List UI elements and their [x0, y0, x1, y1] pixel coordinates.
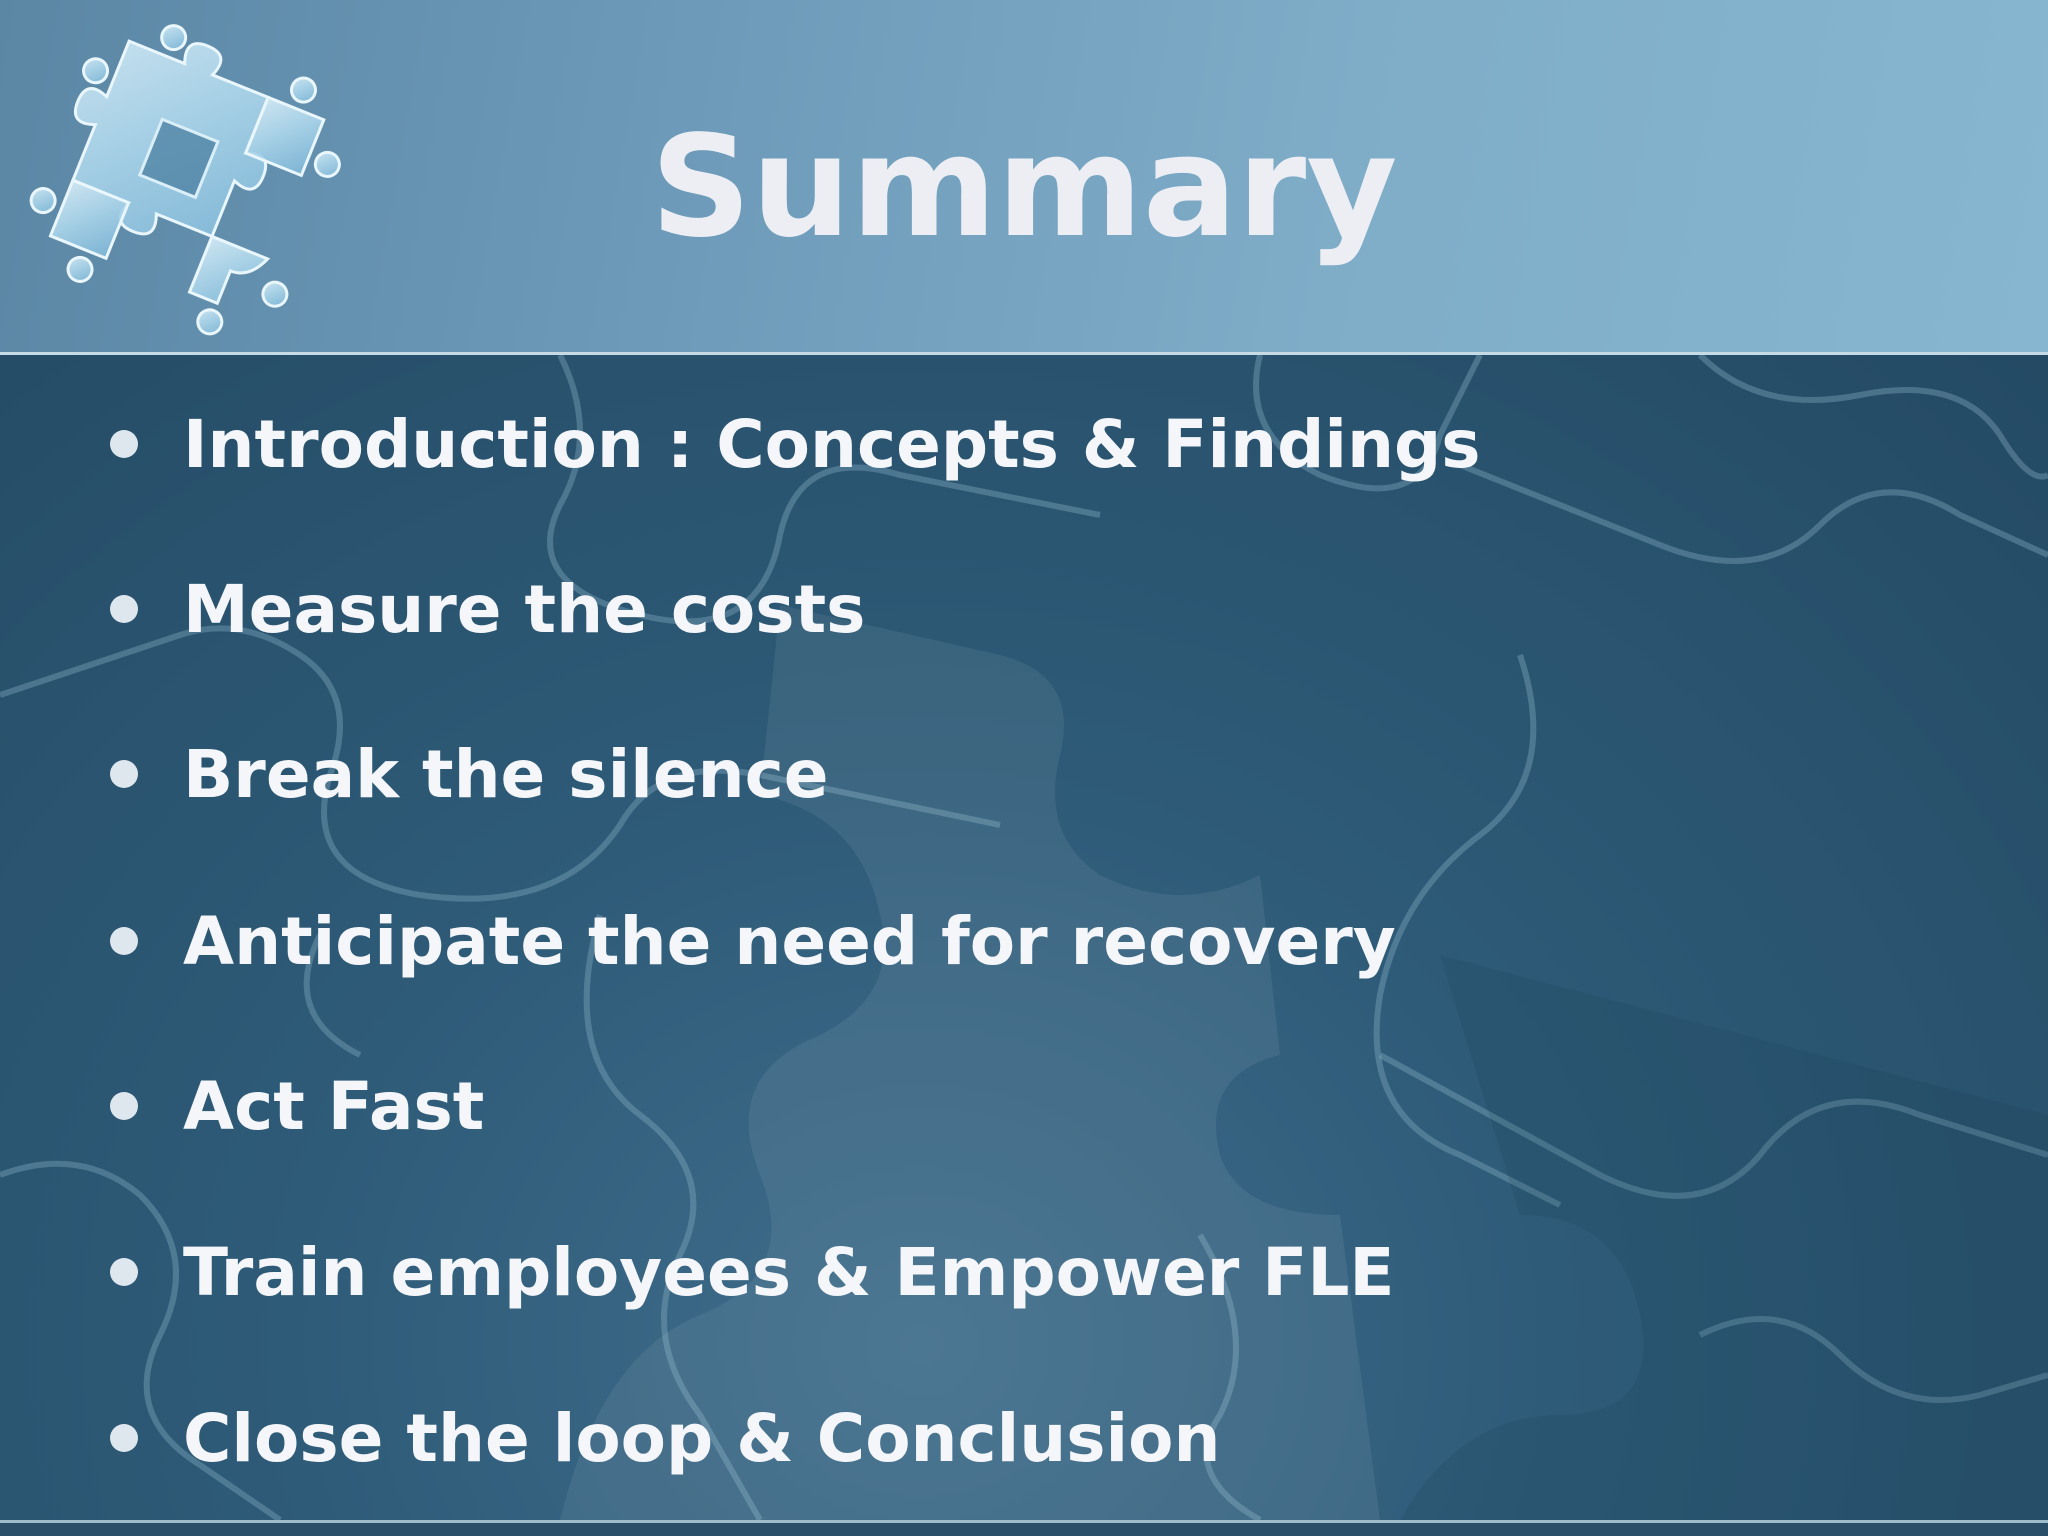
bullet-item: Measure the costs: [0, 565, 2048, 655]
header-band: [0, 0, 2048, 352]
footer-divider: [0, 1520, 2048, 1523]
bullet-item: Break the silence: [0, 730, 2048, 820]
header-divider: [0, 352, 2048, 355]
puzzle-background-art: [0, 355, 2048, 1520]
bullet-text: Introduction : Concepts & Findings: [183, 406, 1481, 483]
bullet-dot-icon: [110, 1258, 138, 1286]
bullet-dot-icon: [110, 430, 138, 458]
slide-title: Summary: [0, 118, 2048, 258]
bullet-dot-icon: [110, 927, 138, 955]
bullet-item: Anticipate the need for recovery: [0, 897, 2048, 987]
bullet-text: Break the silence: [183, 736, 829, 813]
bullet-dot-icon: [110, 1092, 138, 1120]
bullet-text: Close the loop & Conclusion: [183, 1400, 1221, 1477]
bullet-text: Measure the costs: [183, 571, 866, 648]
bullet-dot-icon: [110, 595, 138, 623]
bullet-item: Introduction : Concepts & Findings: [0, 400, 2048, 490]
bullet-text: Train employees & Empower FLE: [183, 1234, 1395, 1311]
slide-title-text: Summary: [650, 106, 1398, 269]
bullet-text: Act Fast: [183, 1068, 485, 1145]
footer-band: [0, 1523, 2048, 1536]
body-background: [0, 355, 2048, 1520]
bullet-dot-icon: [110, 760, 138, 788]
bullet-dot-icon: [110, 1424, 138, 1452]
bullet-item: Act Fast: [0, 1062, 2048, 1152]
bullet-item: Close the loop & Conclusion: [0, 1394, 2048, 1484]
bullet-item: Train employees & Empower FLE: [0, 1228, 2048, 1318]
puzzle-pieces-icon: [29, 24, 341, 336]
bullet-text: Anticipate the need for recovery: [183, 903, 1396, 980]
